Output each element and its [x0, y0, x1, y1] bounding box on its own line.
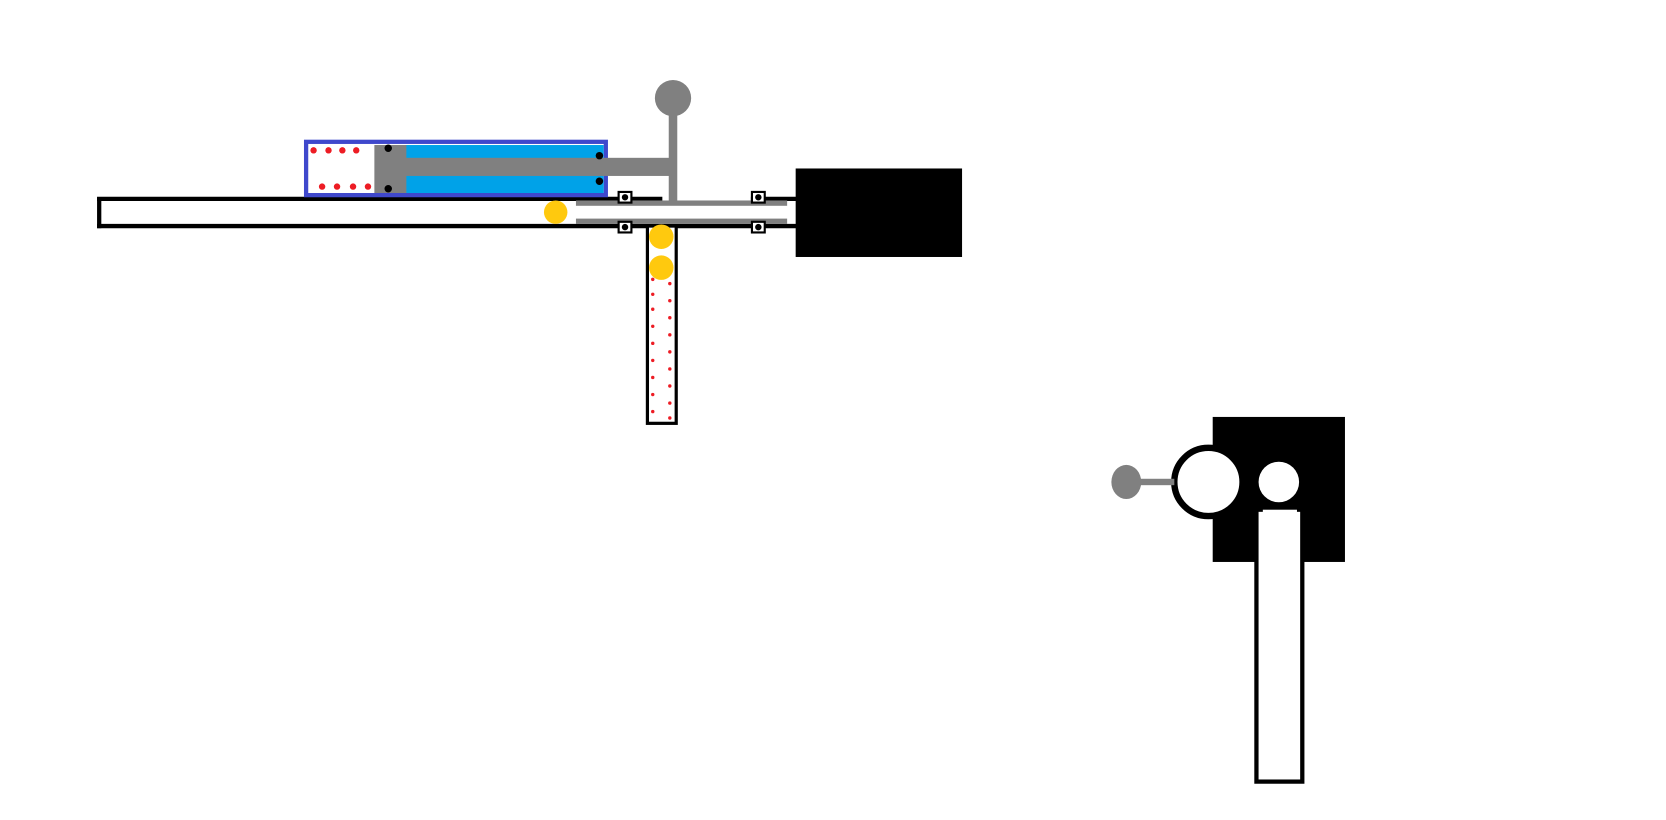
balls — [543, 200, 674, 280]
hydraulic-cylinder — [303, 139, 672, 198]
bearings — [617, 190, 766, 234]
lever-knob — [654, 79, 692, 117]
vertical-tube — [645, 224, 678, 425]
piston — [374, 145, 407, 194]
side-view — [1111, 416, 1345, 784]
piston-rod — [405, 157, 672, 176]
motor-block — [795, 168, 963, 257]
tube-particles — [651, 277, 672, 420]
side-knob — [1111, 464, 1142, 500]
cylinder-particles — [310, 147, 372, 190]
lever — [575, 79, 788, 224]
seal-dots — [384, 144, 604, 193]
